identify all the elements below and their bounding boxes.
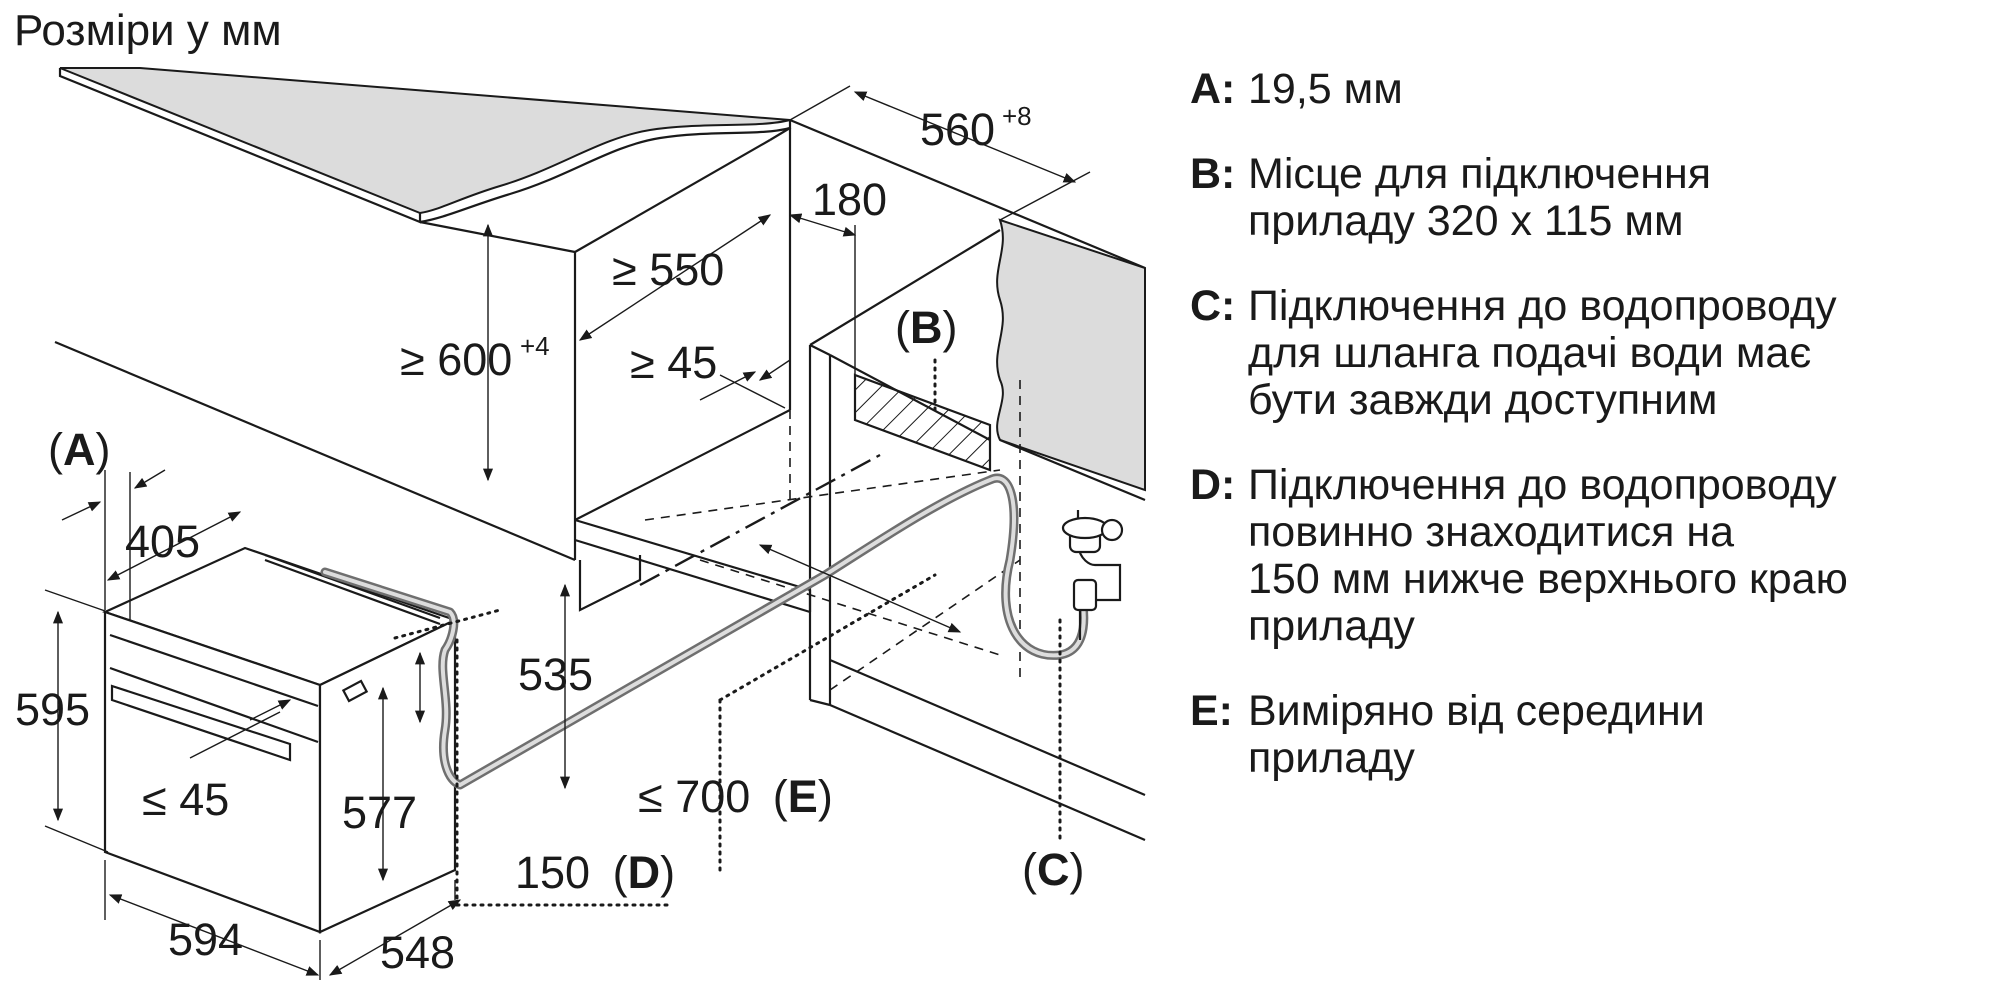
legend-line: 19,5 мм	[1248, 65, 1403, 113]
dim-577: 577	[342, 787, 417, 838]
dimension-lines	[44, 85, 1091, 980]
dim-600-tolerance: +4	[520, 331, 550, 361]
dim-405: 405	[125, 516, 200, 567]
dim-560: 560	[920, 104, 995, 155]
legend-letter: C:	[1190, 282, 1236, 330]
dim-600: ≥ 600	[400, 334, 512, 385]
dim-45-front: ≤ 45	[142, 774, 229, 825]
legend-letter: E:	[1190, 687, 1233, 735]
dim-595: 595	[15, 684, 90, 735]
legend-line: Підключення до водопроводу	[1248, 282, 1837, 330]
dim-45-niche: ≥ 45	[630, 337, 717, 388]
diagram-title: Розміри у мм	[14, 6, 282, 55]
legend-line: приладу 320 x 115 мм	[1248, 197, 1684, 245]
legend-line: Виміряно від середини	[1248, 687, 1705, 735]
callout-a: (A)	[48, 424, 111, 475]
installation-diagram: 560 +8 180 ≥ 550 ≥ 600 +4 ≥ 45 405 595 ≤…	[15, 67, 1146, 980]
legend-line: повинно знаходитися на	[1248, 508, 1734, 556]
legend-line: для шланга подачі води має	[1248, 329, 1812, 377]
legend-letter: A:	[1190, 65, 1236, 113]
dim-560-tolerance: +8	[1002, 101, 1032, 131]
legend-line: Підключення до водопроводу	[1248, 461, 1837, 509]
legend-line: приладу	[1248, 602, 1415, 650]
legend-line: приладу	[1248, 734, 1415, 782]
dim-700: ≤ 700 (E)	[638, 771, 833, 822]
legend-item: A: 19,5 мм	[1190, 66, 1990, 113]
worktop	[58, 67, 1146, 270]
dim-150: 150 (D)	[515, 847, 675, 898]
legend-line: 150 мм нижче верхнього краю	[1248, 555, 1848, 603]
water-tap	[1061, 510, 1124, 640]
legend-text: 19,5 мм	[1248, 66, 1403, 113]
connection-area-b	[853, 373, 992, 472]
oven-appliance	[102, 546, 458, 934]
water-hose	[320, 473, 1089, 790]
dim-535: 535	[518, 649, 593, 700]
dim-548: 548	[380, 927, 455, 978]
legend-line: Місце для підключення	[1248, 150, 1712, 198]
dim-594: 594	[168, 914, 243, 965]
dim-550: ≥ 550	[612, 244, 724, 295]
legend-letter: B:	[1190, 150, 1236, 198]
callout-b: (B)	[895, 302, 958, 353]
dim-180: 180	[812, 174, 887, 225]
legend-letter: D:	[1190, 461, 1236, 509]
legend-line: бути завжди доступним	[1248, 376, 1718, 424]
callout-c: (C)	[1022, 844, 1085, 895]
